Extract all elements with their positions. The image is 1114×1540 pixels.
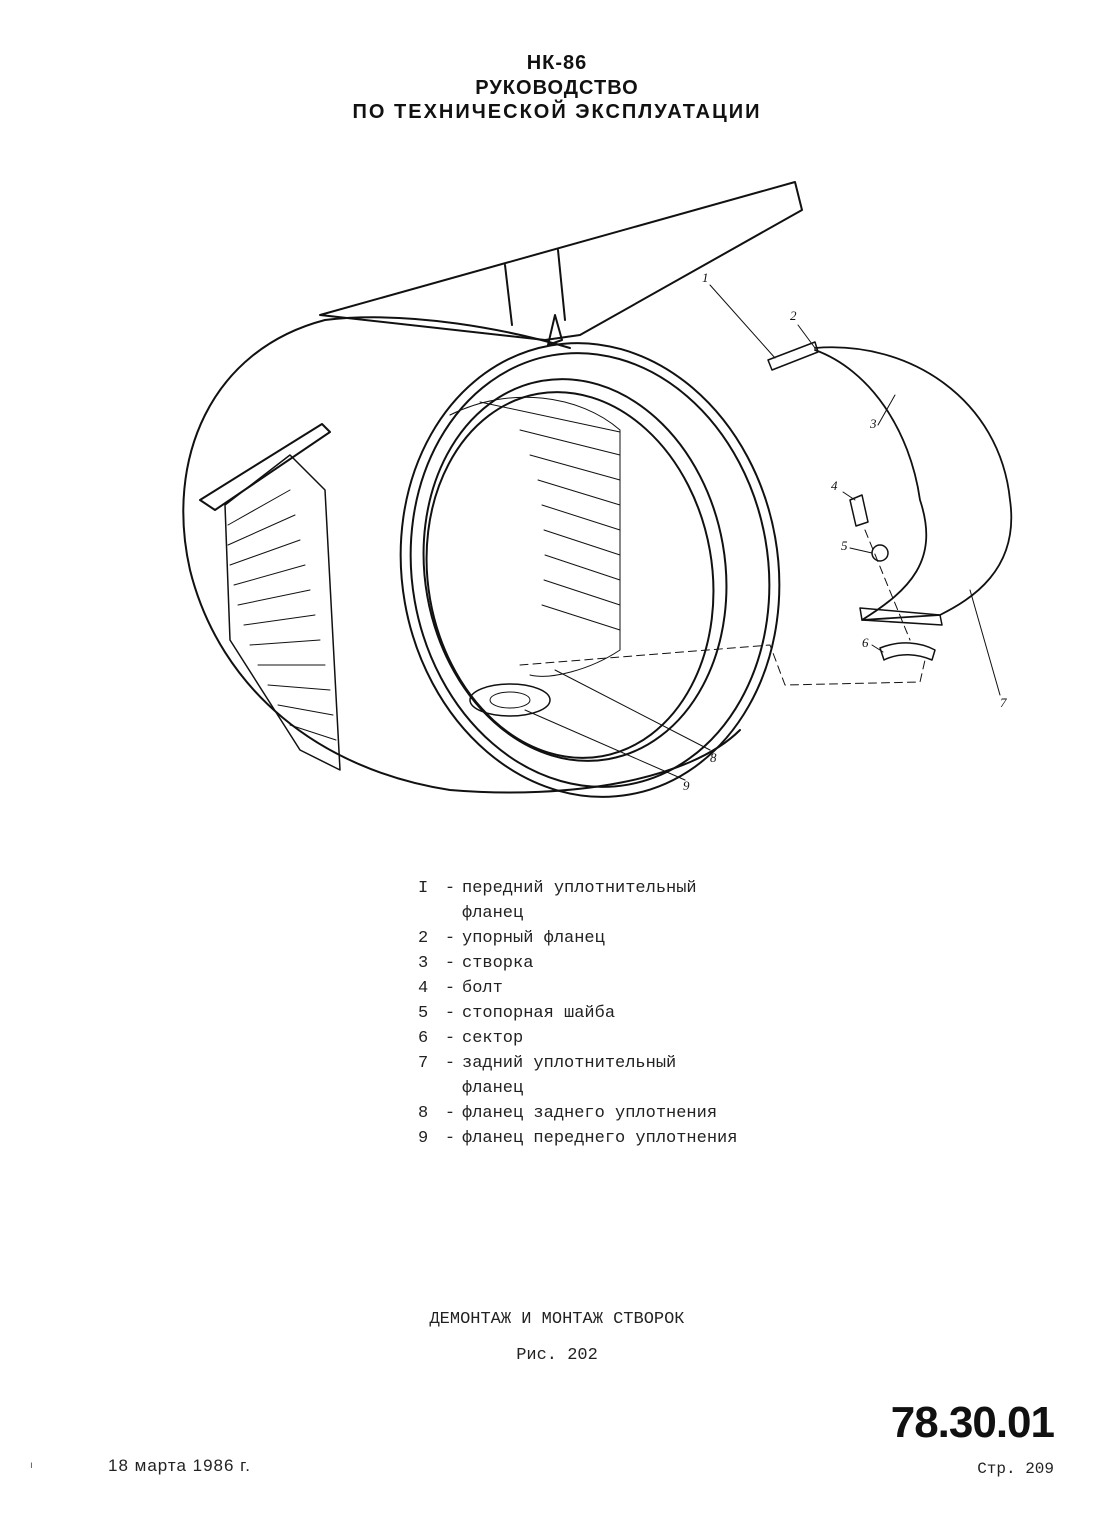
legend-item: I-передний уплотнительный [418,879,697,898]
legend-item: 9-фланец переднего уплотнения [418,1129,738,1148]
bolt-part [849,494,869,527]
engine-nacelle-drawing: 1 2 3 4 5 6 7 8 9 [150,170,1040,820]
document-number: 78.30.01 [890,1398,1055,1447]
sector-part [879,642,936,661]
inner-cascade [449,396,621,677]
aircraft-model: НК-86 [526,52,588,74]
figure-title: ДЕМОНТАЖ И МОНТАЖ СТВОРОК [429,1310,685,1329]
legend-item: 8-фланец заднего уплотнения [418,1104,718,1123]
issue-date: 18 марта 1986 г. [108,1456,252,1475]
callout-5: 5 [841,538,848,553]
document-header: НК-86 РУКОВОДСТВО ПО ТЕХНИЧЕСКОЙ ЭКСПЛУА… [0,50,1114,124]
callout-8: 8 [710,750,717,765]
intake-rim [399,342,781,798]
legend-item-continuation: фланец [462,904,524,923]
callout-1: 1 [702,270,709,285]
parts-legend: I-передний уплотнительный фланец 2-упорн… [418,876,737,1151]
page-number: Стр. 209 [977,1460,1054,1478]
margin-mark: ı [30,1460,33,1471]
callout-9: 9 [683,778,690,793]
lock-washer-part [871,544,889,562]
callout-4: 4 [831,478,838,493]
seal-flange-bottom [469,683,551,717]
callout-3: 3 [870,416,877,431]
leader-lines [524,284,1001,781]
door-part [814,346,1013,621]
callout-2: 2 [790,308,797,323]
manual-title: РУКОВОДСТВО [475,77,639,99]
front-seal-flange-part [767,341,819,371]
legend-item: 6-сектор [418,1029,524,1048]
nacelle-outer [182,319,741,794]
legend-item: 2-упорный фланец [418,929,605,948]
legend-item: 3-створка [418,954,534,973]
rear-seal-flange-part [859,607,943,626]
figure-number: Рис. 202 [516,1346,598,1365]
side-panel [199,423,331,511]
pylon [319,181,803,341]
callout-6: 6 [862,635,869,650]
legend-item: 5-стопорная шайба [418,1004,616,1023]
legend-item: 4-болт [418,979,503,998]
side-panel-louvres [227,489,337,741]
inner-duct [422,378,728,762]
legend-item: 7-задний уплотнительный [418,1054,677,1073]
manual-subtitle: ПО ТЕХНИЧЕСКОЙ ЭКСПЛУАТАЦИИ [352,101,762,123]
callout-7: 7 [1000,695,1007,710]
assembly-guide-lines [519,529,926,686]
legend-item-continuation: фланец [462,1079,524,1098]
